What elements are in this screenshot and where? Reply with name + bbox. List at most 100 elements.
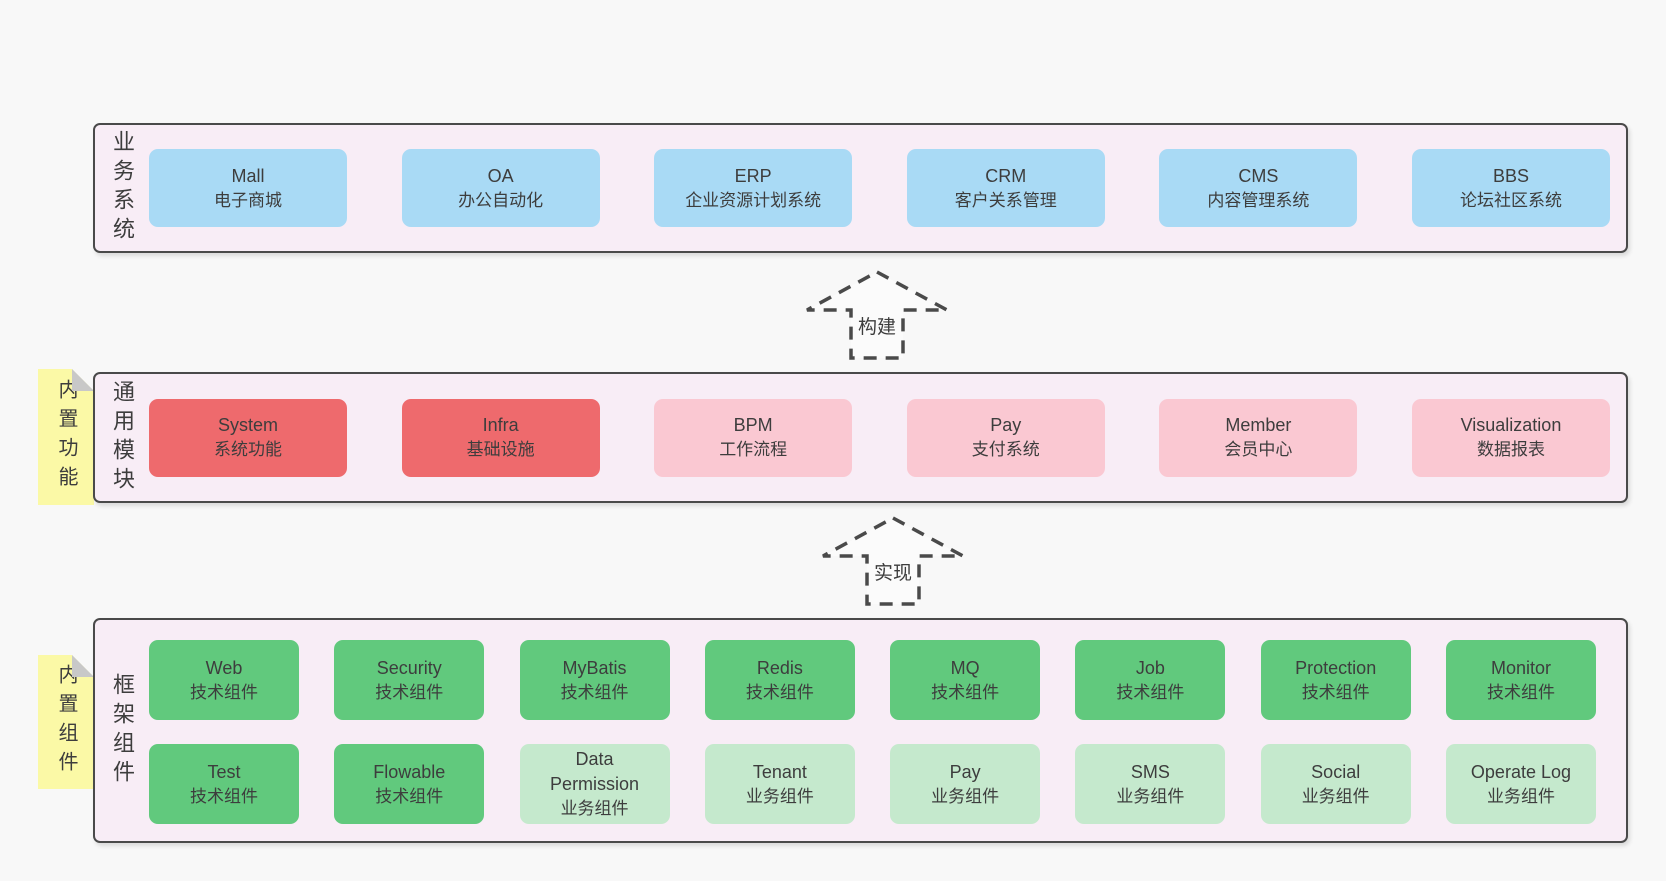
module-name: Tenant bbox=[752, 761, 807, 782]
module-subtitle: 业务组件 bbox=[1116, 786, 1185, 806]
module-subtitle: 业务组件 bbox=[1301, 786, 1370, 806]
module-box-job: Job 技术组件 bbox=[1075, 640, 1226, 720]
module-box-pay: Pay 支付系统 bbox=[906, 398, 1105, 477]
module-subtitle: 技术组件 bbox=[1116, 682, 1185, 702]
module-name: MyBatis bbox=[562, 657, 627, 678]
module-row: System 系统功能 Infra 基础设施 BPM 工作流程 Pay 支付系统 Member 会… bbox=[149, 398, 1610, 477]
module-box-mybatis: MyBatis 技术组件 bbox=[519, 640, 670, 720]
module-name: BPM bbox=[733, 415, 773, 436]
band-common-modules: 通用模块 System 系统功能 Infra 基础设施 BPM 工作流程 Pay 支付系统 Mem… bbox=[93, 372, 1628, 503]
module-subtitle: 技术组件 bbox=[931, 682, 1000, 702]
module-subtitle: 内容管理系统 bbox=[1207, 190, 1310, 210]
arrow-implement: 实现 bbox=[813, 514, 973, 626]
module-box-sms: SMS 业务组件 bbox=[1075, 744, 1226, 824]
module-name: SMS bbox=[1130, 761, 1170, 782]
module-name: CMS bbox=[1238, 165, 1279, 186]
module-name: Data Permission bbox=[550, 749, 640, 795]
module-name: System bbox=[217, 415, 278, 436]
module-name: Visualization bbox=[1460, 415, 1562, 436]
module-name: CRM bbox=[985, 165, 1027, 186]
module-name: MQ bbox=[950, 657, 980, 678]
module-name: Protection bbox=[1295, 657, 1377, 678]
arrow-label-build: 构建 bbox=[854, 312, 900, 339]
module-subtitle: 技术组件 bbox=[1301, 682, 1370, 702]
sticky-note-label: 内置功能 bbox=[55, 379, 77, 495]
module-box-mq: MQ 技术组件 bbox=[890, 640, 1041, 720]
module-subtitle: 技术组件 bbox=[375, 682, 444, 702]
module-subtitle: 技术组件 bbox=[745, 682, 814, 702]
module-name: ERP bbox=[734, 165, 772, 186]
module-subtitle: 技术组件 bbox=[190, 682, 258, 702]
module-name: Member bbox=[1225, 415, 1292, 436]
module-box-test: Test 技术组件 bbox=[149, 744, 299, 824]
module-subtitle: 电子商城 bbox=[214, 190, 282, 210]
arrow-build: 构建 bbox=[797, 268, 957, 380]
module-subtitle: 办公自动化 bbox=[458, 190, 544, 210]
module-name: Flowable bbox=[373, 761, 446, 782]
module-box-member: Member 会员中心 bbox=[1159, 398, 1358, 477]
module-name: Pay bbox=[949, 761, 981, 782]
module-subtitle: 论坛社区系统 bbox=[1459, 190, 1562, 210]
module-subtitle: 业务组件 bbox=[1486, 786, 1555, 806]
module-name: Infra bbox=[482, 415, 519, 436]
module-box-system: System 系统功能 bbox=[149, 398, 347, 477]
module-subtitle: 数据报表 bbox=[1476, 440, 1545, 460]
module-subtitle: 系统功能 bbox=[214, 440, 282, 460]
module-box-security: Security 技术组件 bbox=[334, 640, 485, 720]
module-name: Test bbox=[207, 761, 241, 782]
module-box-cms: CMS 内容管理系统 bbox=[1159, 149, 1358, 227]
module-box-social: Social 业务组件 bbox=[1260, 744, 1411, 824]
module-subtitle: 基础设施 bbox=[466, 440, 535, 460]
module-box-oa: OA 办公自动化 bbox=[401, 149, 600, 227]
module-box-bbs: BBS 论坛社区系统 bbox=[1411, 149, 1610, 227]
band-label-text: 业务系统 bbox=[110, 130, 135, 246]
module-row: Mall 电子商城 OA 办公自动化 ERP 企业资源计划系统 CRM 客户关系管理 CMS 内容… bbox=[149, 149, 1610, 227]
arrow-label-implement: 实现 bbox=[870, 558, 916, 585]
band-label-common-modules: 通用模块 bbox=[102, 374, 142, 501]
band-label-framework-components: 框架组件 bbox=[102, 620, 142, 841]
module-subtitle: 业务组件 bbox=[745, 786, 814, 806]
module-subtitle: 客户关系管理 bbox=[954, 190, 1057, 210]
module-box-web: Web 技术组件 bbox=[149, 640, 299, 720]
module-box-mall: Mall 电子商城 bbox=[149, 149, 347, 227]
sticky-note-framework-components: 内置组件 bbox=[38, 655, 94, 789]
module-name: OA bbox=[487, 165, 514, 186]
module-name: Social bbox=[1311, 761, 1361, 782]
module-name: Security bbox=[376, 657, 442, 678]
module-subtitle: 技术组件 bbox=[560, 682, 629, 702]
sticky-note-common-modules: 内置功能 bbox=[38, 369, 94, 505]
band-business-systems: 业务系统 Mall 电子商城 OA 办公自动化 ERP 企业资源计划系统 CRM 客户关系管理 C… bbox=[93, 123, 1628, 253]
band-label-business-systems: 业务系统 bbox=[102, 125, 142, 251]
band-label-text: 框架组件 bbox=[110, 672, 135, 789]
module-box-protection: Protection 技术组件 bbox=[1260, 640, 1411, 720]
module-box-tenant: Tenant 业务组件 bbox=[704, 744, 855, 824]
note-fold-corner-icon bbox=[72, 655, 94, 677]
module-name: Monitor bbox=[1490, 657, 1551, 678]
note-fold-corner-icon bbox=[72, 369, 94, 391]
module-subtitle: 工作流程 bbox=[719, 440, 788, 460]
module-name: Operate Log bbox=[1470, 761, 1571, 782]
module-name: Mall bbox=[231, 165, 265, 186]
module-subtitle: 支付系统 bbox=[971, 440, 1040, 460]
module-name: Pay bbox=[990, 415, 1022, 436]
module-name: Web bbox=[205, 657, 243, 678]
module-subtitle: 技术组件 bbox=[190, 786, 258, 806]
sticky-note-label: 内置组件 bbox=[55, 664, 77, 780]
module-box-operate-log: Operate Log 业务组件 bbox=[1445, 744, 1596, 824]
module-subtitle: 企业资源计划系统 bbox=[685, 190, 822, 210]
module-name: Job bbox=[1135, 657, 1165, 678]
module-name: BBS bbox=[1492, 165, 1529, 186]
module-subtitle: 技术组件 bbox=[375, 786, 444, 806]
module-box-bpm: BPM 工作流程 bbox=[654, 398, 853, 477]
module-box-flowable: Flowable 技术组件 bbox=[334, 744, 485, 824]
module-subtitle: 会员中心 bbox=[1224, 440, 1293, 460]
module-box-visualization: Visualization 数据报表 bbox=[1411, 398, 1610, 477]
band-label-text: 通用模块 bbox=[110, 379, 135, 496]
